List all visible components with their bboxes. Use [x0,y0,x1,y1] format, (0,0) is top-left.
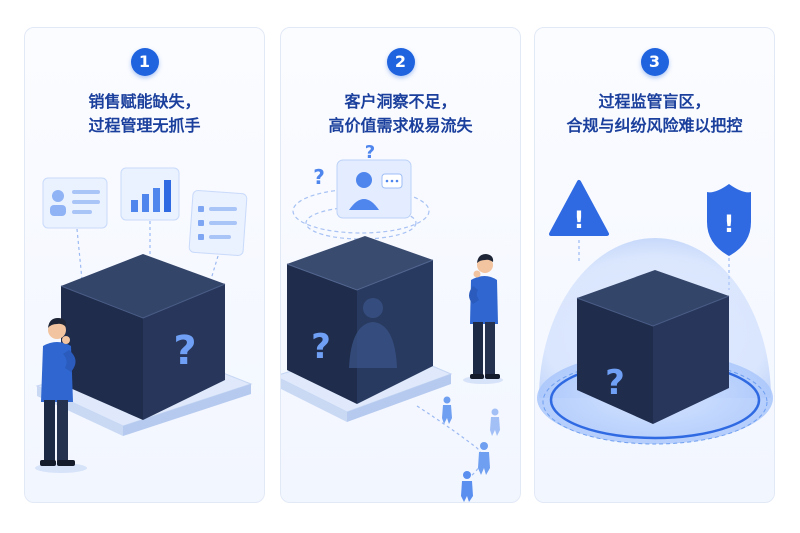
panel-customer-insight: 2 客户洞察不足， 高价值需求极易流失 ? ? [280,27,521,503]
panel-title-line1: 过程监管盲区， [598,92,711,111]
svg-text:!: ! [724,210,735,238]
profile-card-icon [42,177,108,229]
panel-title: 客户洞察不足， 高价值需求极易流失 [281,90,520,138]
black-box-cube [286,236,434,404]
step-number-badge: 2 [386,48,415,76]
question-mark-icon: ? [365,142,375,163]
step-number-badge: 1 [130,48,159,76]
panel-1-illustration: ? [35,167,253,473]
customer-profile-card-icon [336,159,412,219]
panel-2-illustration: ? ? ? [281,142,503,502]
step-number-badge: 3 [640,48,669,76]
checklist-card-icon [188,190,248,256]
customer-silhouette [349,298,397,368]
warning-triangle-icon: ! [549,180,609,236]
panel-title-line2: 高价值需求极易流失 [328,116,473,135]
panel-3-illustration: ! ! ? [537,180,773,445]
panel-title-line2: 过程管理无抓手 [88,116,201,135]
panel-sales-enablement: 1 销售赋能缺失， 过程管理无抓手 [24,27,265,503]
panel-title-line1: 销售赋能缺失， [88,92,201,111]
leaving-customer-figures [442,396,500,502]
thinking-businessman [35,318,87,473]
question-mark-icon: ? [173,328,196,374]
panel-title-line2: 合规与纠纷风险难以把控 [566,116,743,135]
svg-text:!: ! [574,206,585,234]
panel-title: 销售赋能缺失， 过程管理无抓手 [25,90,264,138]
question-mark-icon: ? [313,165,325,189]
question-mark-icon: ? [311,327,331,367]
panel-title: 过程监管盲区， 合规与纠纷风险难以把控 [535,90,774,138]
black-box-cube [60,254,226,420]
thinking-businessman [463,254,503,384]
bar-chart-card-icon [120,167,180,221]
question-mark-icon: ? [605,363,625,403]
panel-title-line1: 客户洞察不足， [344,92,457,111]
black-box-cube [576,270,730,424]
shield-warning-icon: ! [707,184,751,256]
panel-compliance-risk: 3 过程监管盲区， 合规与纠纷风险难以把控 ! ! [534,27,775,503]
